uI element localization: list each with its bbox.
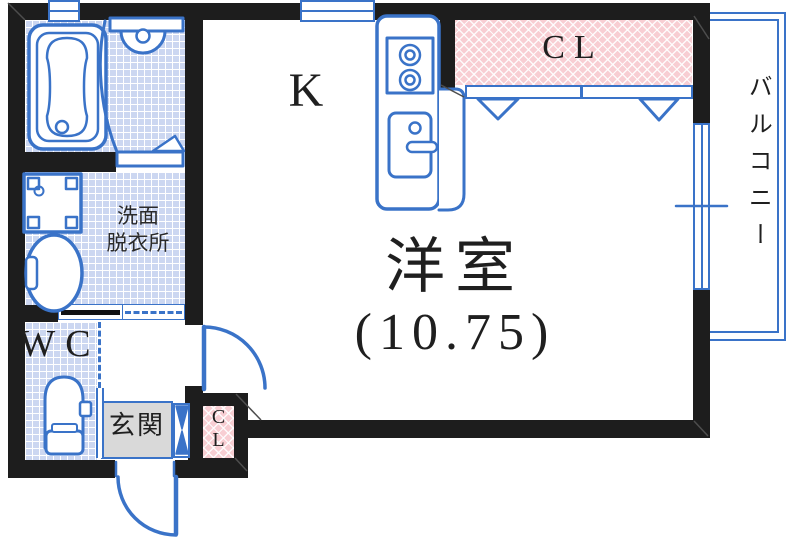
wc-floor xyxy=(25,322,97,460)
balcony-outer-rail xyxy=(708,12,786,341)
kitchen-window xyxy=(300,0,375,22)
entrance-label: 玄関 xyxy=(108,411,165,440)
bathroom-window xyxy=(48,0,80,22)
washroom-label-line1: 洗面 xyxy=(117,204,159,228)
genkan-bifold-door xyxy=(173,403,190,458)
closet-entrance-line2: L xyxy=(212,429,225,451)
closet-entrance-area xyxy=(203,406,234,458)
closet-frame-bottom xyxy=(188,458,248,473)
room-door-swing xyxy=(201,324,267,392)
kitchen-sink-icon xyxy=(387,111,439,179)
wall-bath-washroom xyxy=(25,152,116,172)
washroom-label-line2: 脱衣所 xyxy=(106,231,170,255)
closet-door-triangles xyxy=(476,97,680,122)
main-room-size: (10.75) xyxy=(354,304,556,361)
entrance-door-swing xyxy=(114,460,179,537)
wall-right-lower xyxy=(693,290,710,438)
wc-partition-wall xyxy=(96,388,104,458)
balcony-label: バルコニー xyxy=(744,73,771,259)
wall-main-bottom xyxy=(248,420,710,438)
wc-accordion-door xyxy=(98,322,101,388)
closet-door-strip xyxy=(465,85,693,99)
bathroom-floor xyxy=(25,20,185,152)
wall-kitchen-closet xyxy=(440,15,455,90)
balcony-window xyxy=(693,123,710,290)
kitchen-label: K xyxy=(288,64,324,117)
closet-frame-left xyxy=(188,393,203,473)
wc-label: WC xyxy=(19,323,101,365)
washroom-label: 洗面 脱衣所 xyxy=(92,203,184,257)
wall-bath-column xyxy=(185,15,203,325)
main-room-label: 洋室 xyxy=(385,234,525,300)
wall-right-upper xyxy=(693,15,710,123)
closet-top-area xyxy=(454,20,692,85)
wall-washroom-hall xyxy=(8,305,58,322)
stove-icon xyxy=(385,36,435,95)
entrance-floor xyxy=(101,401,173,459)
balcony-inner-rail xyxy=(708,19,779,333)
wall-left xyxy=(8,3,25,478)
washroom-sliding-door xyxy=(58,304,123,320)
closet-top-label: CL xyxy=(542,29,604,66)
wall-bottom-left-a xyxy=(8,460,115,478)
closet-entrance-line1: C xyxy=(211,406,226,428)
closet-frame-top xyxy=(188,393,248,406)
washroom-curtain-track xyxy=(122,304,185,320)
closet-entrance-label: C L xyxy=(203,406,234,452)
